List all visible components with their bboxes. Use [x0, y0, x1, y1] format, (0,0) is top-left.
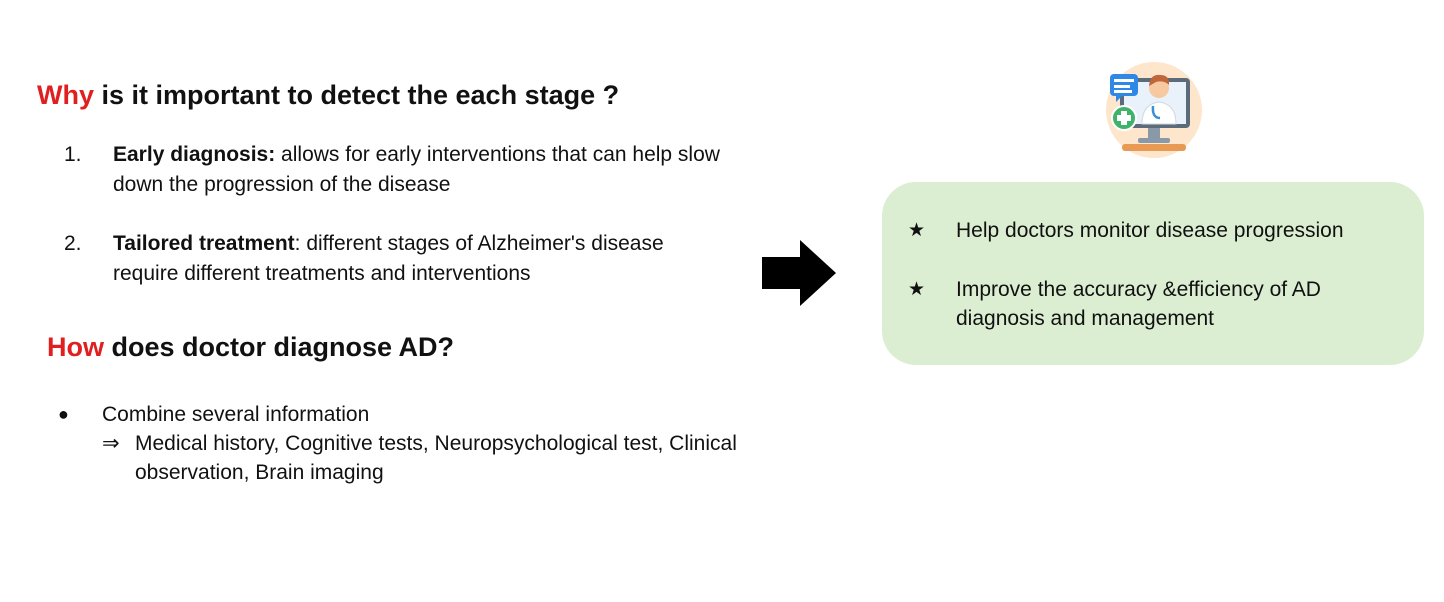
- right-arrow-icon: [762, 240, 836, 306]
- why-item-early-diagnosis: 1. Early diagnosis: allows for early int…: [64, 140, 724, 200]
- summary-item-monitor: ★ Help doctors monitor disease progressi…: [908, 216, 1408, 245]
- item-description: : different stages of Alzheimer's diseas…: [113, 232, 664, 285]
- how-heading-accent: How: [47, 332, 104, 362]
- item-title: Early diagnosis:: [113, 143, 276, 166]
- item-title: Tailored treatment: [113, 232, 295, 255]
- summary-item-text: Improve the accuracy &efficiency of AD d…: [956, 278, 1321, 330]
- why-heading-accent: Why: [37, 80, 94, 110]
- why-heading: Why is it important to detect the each s…: [37, 80, 619, 111]
- bullet-dot-icon: ●: [58, 404, 69, 424]
- implies-arrow-icon: ⇒: [102, 432, 120, 455]
- summary-box: ★ Help doctors monitor disease progressi…: [882, 182, 1424, 365]
- why-heading-rest: is it important to detect the each stage…: [94, 80, 620, 110]
- item-number: 1.: [64, 143, 82, 166]
- star-icon: ★: [908, 220, 926, 241]
- item-number: 2.: [64, 232, 82, 255]
- how-bullet-text: Combine several information: [102, 403, 370, 426]
- how-heading: How does doctor diagnose AD?: [47, 332, 454, 363]
- why-item-tailored-treatment: 2. Tailored treatment: different stages …: [64, 229, 724, 289]
- how-bullet-item: ● Combine several information ⇒ Medical …: [58, 400, 758, 487]
- how-heading-rest: does doctor diagnose AD?: [104, 332, 455, 362]
- star-icon: ★: [908, 279, 926, 300]
- doctor-online-icon: [1106, 62, 1202, 158]
- how-sub-item: ⇒ Medical history, Cognitive tests, Neur…: [102, 429, 758, 487]
- summary-item-accuracy: ★ Improve the accuracy &efficiency of AD…: [908, 275, 1408, 333]
- summary-item-text: Help doctors monitor disease progression: [956, 219, 1344, 242]
- item-description: allows for early interventions that can …: [113, 143, 720, 196]
- how-sub-text: Medical history, Cognitive tests, Neurop…: [135, 432, 737, 484]
